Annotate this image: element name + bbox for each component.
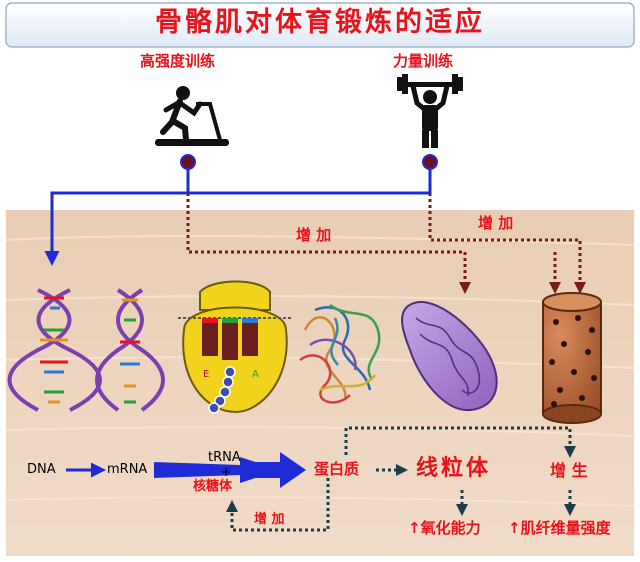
- ribosome-to-protein-arrow: [248, 452, 306, 488]
- dna-label: DNA: [27, 462, 56, 477]
- mitochondria-icon: [401, 300, 498, 412]
- trna-label: tRNA: [208, 450, 241, 465]
- protein-structure-icon: [299, 303, 381, 404]
- dna-helix-icon: [7, 288, 102, 412]
- signal-line-to-dna: [52, 169, 432, 260]
- ribosome-e-site: E: [203, 369, 209, 380]
- mitochondria-label: 线粒体: [416, 456, 492, 481]
- increase-label-left: 增 加: [296, 226, 332, 244]
- increase-label-right: 增 加: [478, 214, 514, 232]
- plus-sign: +: [221, 465, 232, 479]
- mrna-helix-icon: [95, 288, 165, 412]
- muscle-fiber-icon: [542, 292, 602, 424]
- strength-increase-path: [428, 193, 586, 294]
- fiber-strength-label: ↑肌纤维量强度: [508, 519, 611, 537]
- increase-label-bottom: 增 加: [254, 512, 285, 527]
- strength-junction-dot: [422, 154, 438, 170]
- weightlifter-icon: [397, 74, 463, 148]
- strength-training-label: 力量训练: [393, 52, 454, 70]
- ribosome-icon: [178, 280, 292, 414]
- title-bar: [5, 2, 635, 48]
- ribosome-label: 核糖体: [193, 479, 233, 494]
- oxidative-capacity-label: ↑氧化能力: [408, 519, 481, 537]
- ribosome-a-site: A: [252, 369, 259, 380]
- page-title: 骨骼肌对体育锻炼的适应: [155, 7, 485, 38]
- endurance-junction-dot: [180, 154, 196, 170]
- treadmill-runner-icon: [155, 86, 229, 146]
- hyperplasia-label: 增 生: [550, 461, 588, 480]
- protein-to-fiber-path: [344, 426, 576, 458]
- mrna-label: mRNA: [107, 462, 148, 477]
- protein-feedback-path: [226, 478, 330, 532]
- endurance-increase-path: [186, 193, 471, 294]
- protein-label: 蛋白质: [314, 460, 360, 478]
- endurance-training-label: 高强度训练: [140, 52, 216, 70]
